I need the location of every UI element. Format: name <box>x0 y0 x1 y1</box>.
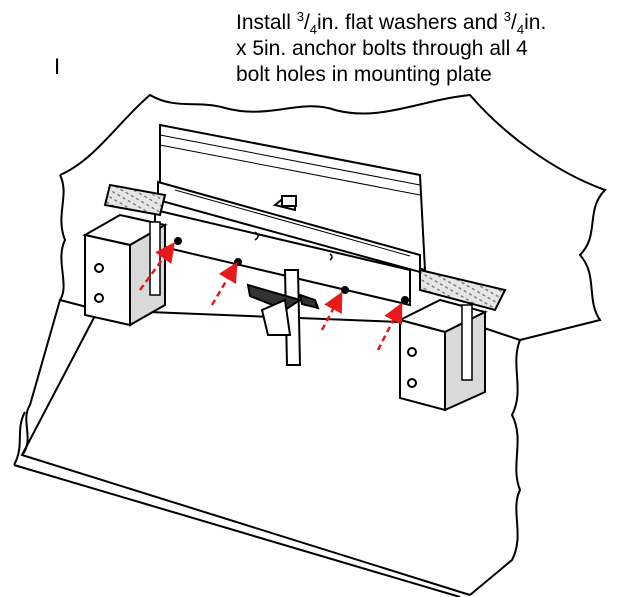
fraction-denominator: 4 <box>309 22 318 38</box>
bolt-arrows <box>138 241 403 351</box>
arrow-bolt-2 <box>210 261 238 306</box>
center-brace <box>246 269 320 366</box>
arrow-bolt-4 <box>376 302 403 351</box>
arrow-bolt-1 <box>138 241 175 291</box>
caption-text: Install <box>236 11 297 34</box>
left-bumper <box>82 183 168 327</box>
fraction-numerator: 3 <box>296 9 304 24</box>
caption-text: in. <box>524 11 547 34</box>
instruction-caption: Install 3/4in. flat washers and 3/4in. x… <box>236 10 631 88</box>
step-marker: I <box>54 54 61 79</box>
caption-text: in. flat washers and <box>317 11 504 34</box>
right-bumper <box>397 268 507 412</box>
caption-line-1: Install 3/4in. flat washers and 3/4in. <box>236 10 631 36</box>
fraction-numerator: 3 <box>503 9 512 24</box>
caption-line-2: x 5in. anchor bolts through all 4 <box>236 37 528 60</box>
fraction-slash: / <box>511 11 517 34</box>
fraction-denominator: 4 <box>516 22 525 38</box>
arrow-bolt-3 <box>320 291 343 331</box>
fraction-slash: / <box>303 11 310 34</box>
caption-line-3: bolt holes in mounting plate <box>236 63 492 86</box>
